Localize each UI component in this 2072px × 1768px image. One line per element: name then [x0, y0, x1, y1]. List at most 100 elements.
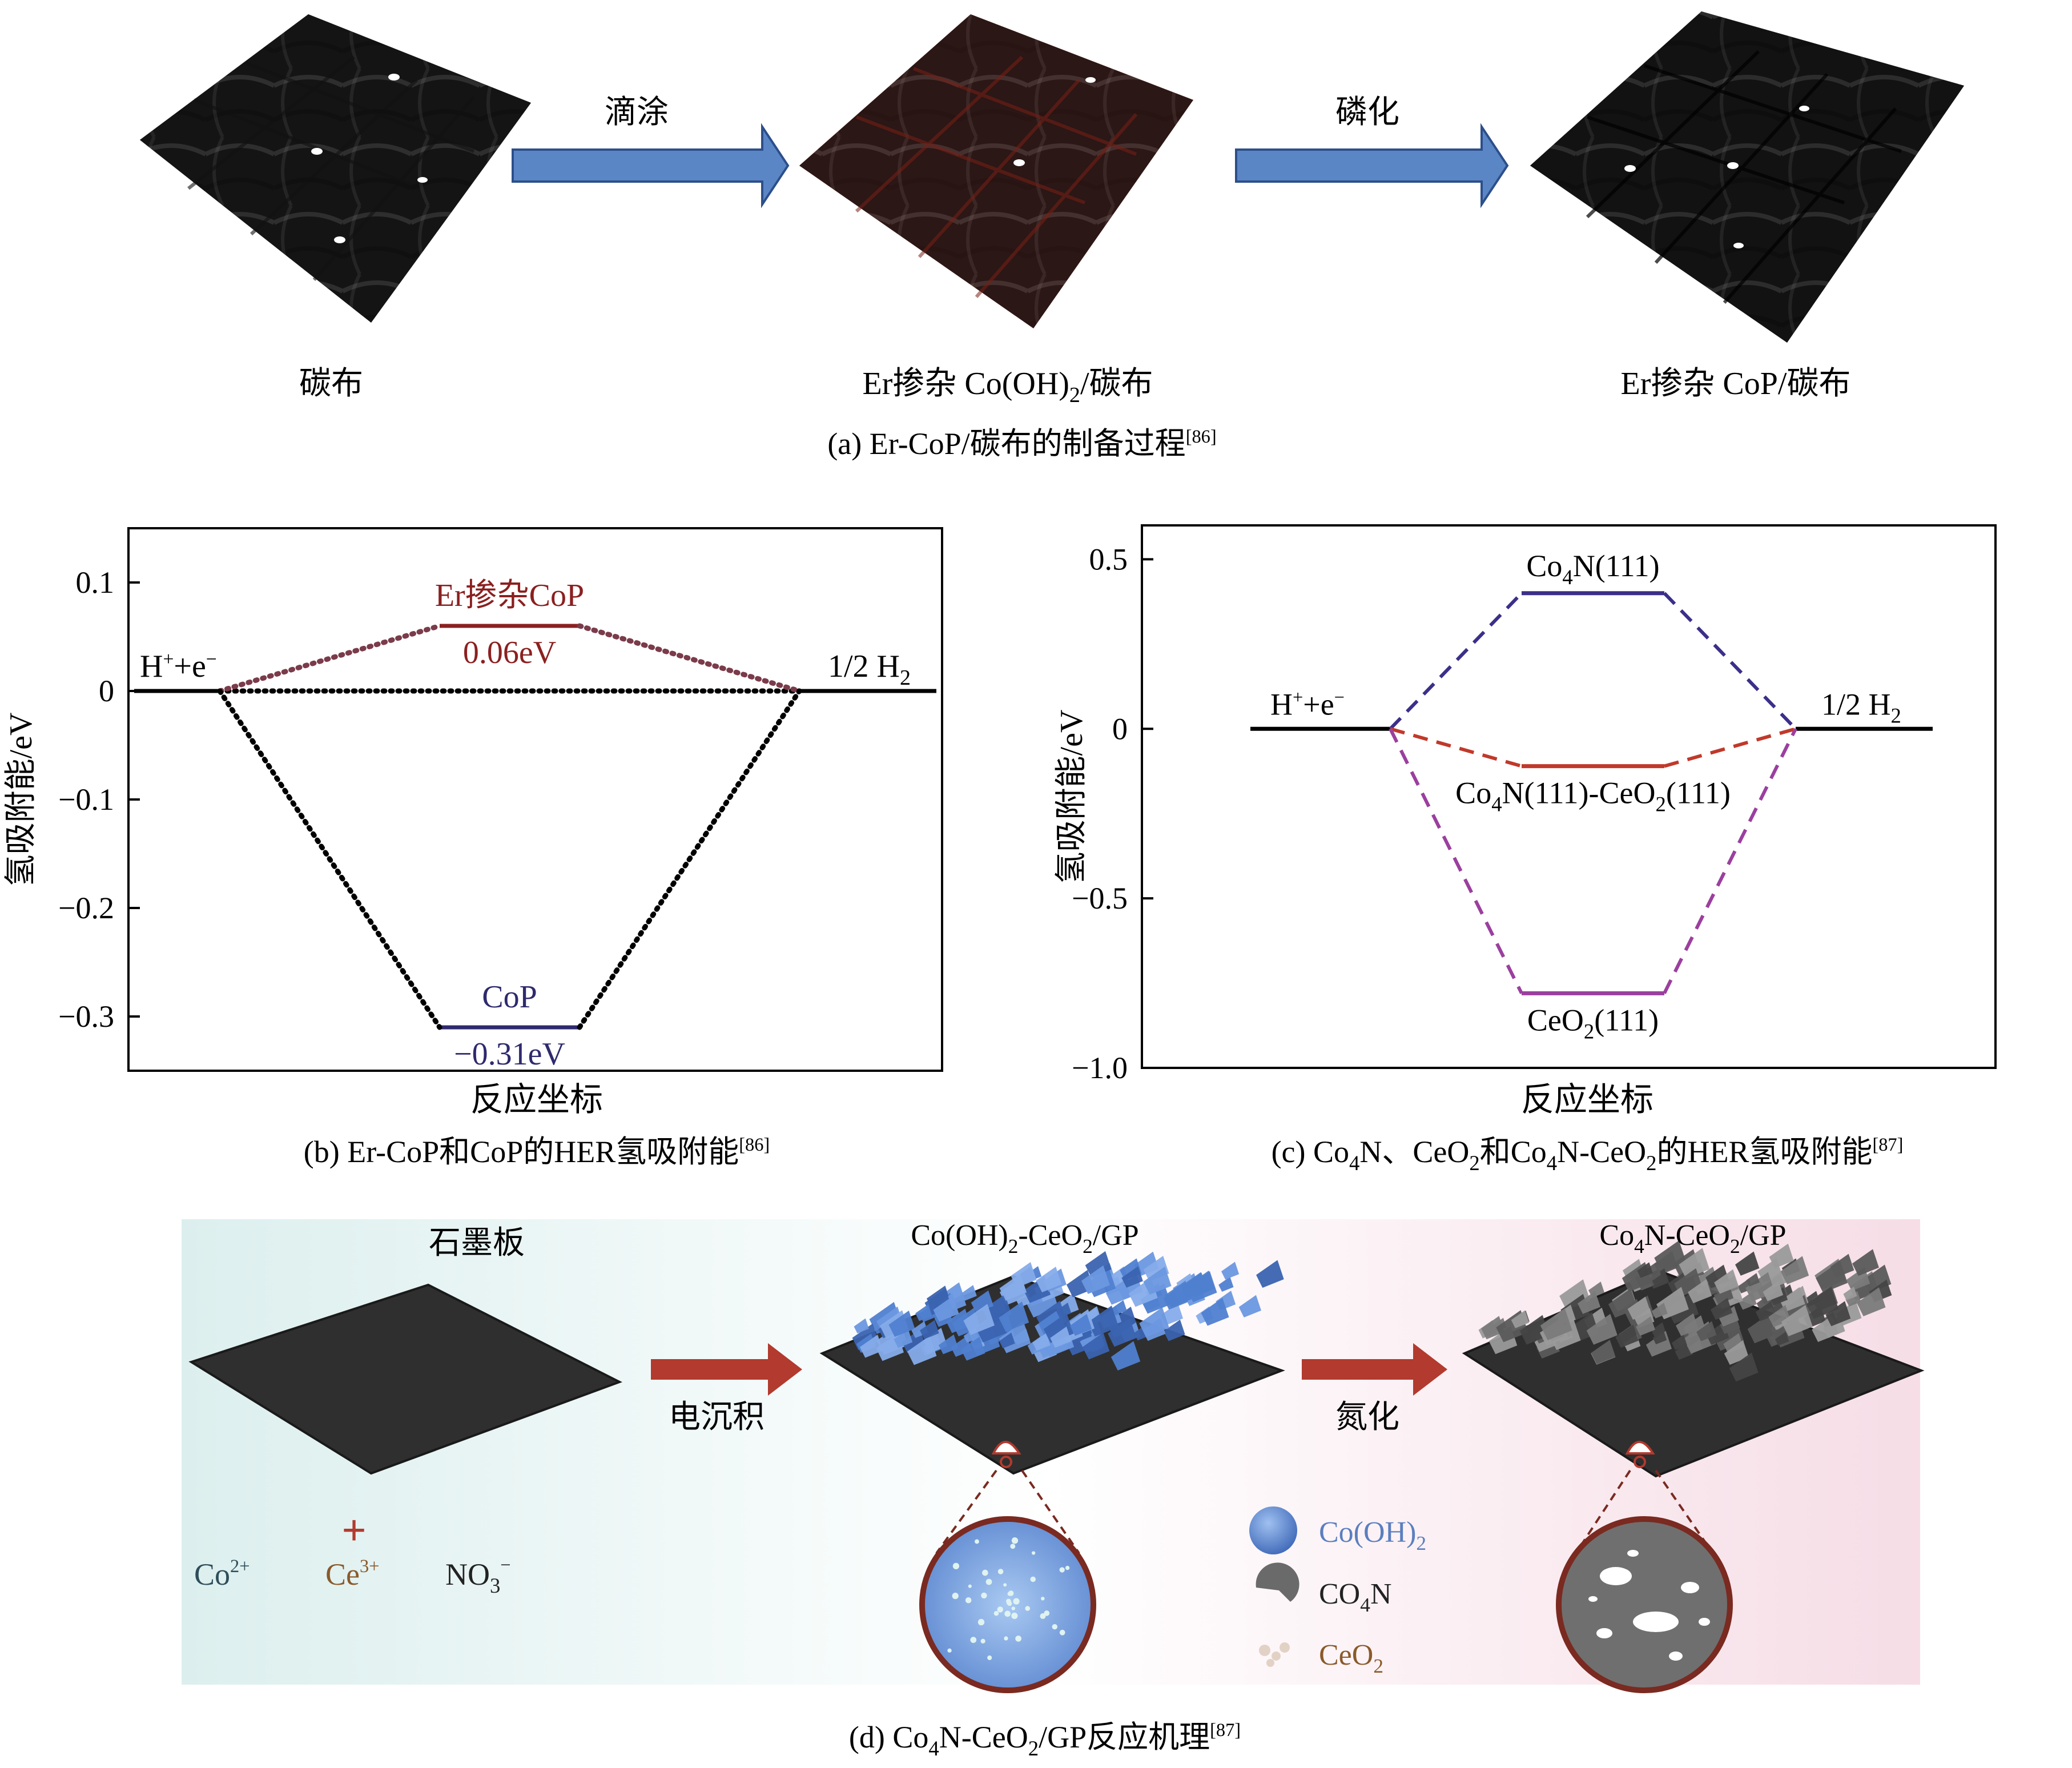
- blue-flake: [920, 1320, 939, 1340]
- ceo2-dot: [952, 1593, 959, 1600]
- ceo2-dot: [975, 1539, 979, 1544]
- blue-flake: [938, 1334, 959, 1355]
- blue-flake: [961, 1336, 985, 1361]
- legend-coh: Co(OH)2: [1319, 1516, 1426, 1554]
- blue-flake: [1050, 1327, 1072, 1348]
- ceo2-dot: [985, 1578, 992, 1585]
- gray-flake: [1825, 1301, 1851, 1327]
- label-er-cop: Er掺杂 CoP/碳布: [1621, 366, 1851, 401]
- ceo2-dot: [1065, 1565, 1070, 1570]
- panel-b-y-tick-label: 0.1: [76, 565, 115, 600]
- ceo2-dot: [993, 1610, 999, 1616]
- ceo2-dot: [997, 1569, 1004, 1574]
- gray-flake: [1735, 1251, 1760, 1276]
- caption-a: (a) Er-CoP/碳布的制备过程[86]: [827, 427, 1216, 461]
- ceo2-dot: [987, 1655, 992, 1660]
- blue-flake: [961, 1285, 977, 1301]
- ceo2-dot: [1015, 1636, 1021, 1642]
- blue-flake: [915, 1304, 932, 1321]
- dashed-connector: [1389, 728, 1523, 994]
- gray-flake: [1696, 1321, 1717, 1341]
- legend-d: Co(OH)2 CO4N CeO2: [1249, 1506, 1426, 1677]
- co4n-ceo2-gp-image: [1462, 1240, 1925, 1693]
- label-half-h2: 1/2 H2: [1821, 687, 1901, 727]
- level-co4n-ceo2-label: Co4N(111)-CeO2(111): [1455, 776, 1731, 816]
- label-carbon-cloth: 碳布: [299, 366, 363, 401]
- er-coh-cloth-image: [799, 14, 1193, 328]
- gray-flake: [1540, 1308, 1572, 1340]
- ion-ce: Ce3+: [325, 1556, 379, 1592]
- label-h-e: H++e−: [140, 649, 217, 684]
- panel-c-y-tick-label: 0.5: [1089, 542, 1128, 576]
- dotted-connector: [217, 623, 442, 694]
- ceo2-dot: [1006, 1600, 1012, 1605]
- panel-c-ylabel: 氢吸附能/eV: [1054, 710, 1089, 884]
- blue-sphere-icon: [1249, 1506, 1297, 1554]
- ceo2-dot: [965, 1597, 972, 1604]
- ceo2-dot: [1011, 1537, 1019, 1544]
- blue-flake: [1121, 1266, 1143, 1288]
- dashed-connector: [1664, 727, 1796, 768]
- panel-b-y-tick-label: 0: [99, 674, 114, 708]
- ceo2-dot: [1004, 1636, 1008, 1641]
- gray-flake: [1652, 1330, 1667, 1345]
- blue-flake: [859, 1335, 883, 1358]
- dotted-connector: [577, 688, 802, 1030]
- dotted-connector: [577, 623, 802, 694]
- gray-flake: [1781, 1305, 1813, 1337]
- arrow2-label-d: 氮化: [1335, 1400, 1399, 1435]
- blue-flake: [1069, 1313, 1092, 1336]
- ceo2-dot: [1052, 1624, 1057, 1630]
- ion-no3: NO3−: [445, 1555, 511, 1597]
- ceo2-dot: [1059, 1567, 1065, 1573]
- gray-flake: [1586, 1313, 1618, 1345]
- gray-flake: [1856, 1287, 1886, 1316]
- gray-flake: [1711, 1297, 1733, 1320]
- blue-flake: [1238, 1295, 1261, 1317]
- ceo2-dot: [997, 1606, 1003, 1613]
- ceo2-dot: [981, 1592, 987, 1599]
- level-co4n-label: Co4N(111): [1526, 549, 1659, 589]
- blue-flake: [1056, 1303, 1072, 1318]
- ceo2-dot: [1031, 1551, 1036, 1555]
- ceo2-dot: [1011, 1612, 1018, 1620]
- gray-flake: [1769, 1270, 1787, 1288]
- gray-flake: [1637, 1262, 1653, 1278]
- label-er-coh: Er掺杂 Co(OH)2/碳布: [863, 366, 1153, 407]
- blue-flake: [933, 1296, 959, 1322]
- value-er-cop: 0.06eV: [463, 635, 556, 670]
- blue-flake: [1111, 1341, 1141, 1371]
- blue-flake: [1256, 1260, 1284, 1288]
- label-cop: CoP: [482, 979, 537, 1015]
- gray-flake: [1615, 1324, 1639, 1348]
- title-coh-ceo2-gp: Co(OH)2-CeO2/GP: [911, 1219, 1138, 1257]
- er-cop-cloth-image: [1530, 11, 1964, 343]
- gray-flake: [1714, 1269, 1739, 1294]
- level-ceo2-label: CeO2(111): [1527, 1003, 1659, 1043]
- carbon-cloth-image: [140, 14, 531, 323]
- blue-flake: [999, 1301, 1029, 1332]
- blue-flake: [985, 1296, 1007, 1319]
- gray-flake: [1636, 1316, 1655, 1336]
- gray-flake: [1724, 1340, 1749, 1365]
- label-h-e: H++e−: [1270, 687, 1345, 721]
- arrow-right-red-1: [651, 1343, 802, 1396]
- dotted-connector: [217, 688, 442, 1030]
- ceo2-dot: [980, 1638, 985, 1644]
- gray-flake: [1830, 1253, 1854, 1278]
- arrow-right-blue-2: [1235, 123, 1509, 208]
- ceo2-dot: [1013, 1598, 1020, 1605]
- ceo2-dot: [952, 1562, 960, 1570]
- arrow1-label: 滴涂: [605, 95, 669, 130]
- ceo2-dot: [1044, 1610, 1050, 1616]
- title-co4n-ceo2-gp: Co4N-CeO2/GP: [1599, 1219, 1786, 1257]
- ceo2-cluster-icon: [1259, 1642, 1290, 1667]
- ceo2-dot: [1025, 1606, 1031, 1611]
- blue-flake: [854, 1318, 869, 1333]
- blue-flake: [999, 1332, 1015, 1349]
- blue-flake: [894, 1329, 913, 1348]
- blue-flake: [1163, 1319, 1185, 1341]
